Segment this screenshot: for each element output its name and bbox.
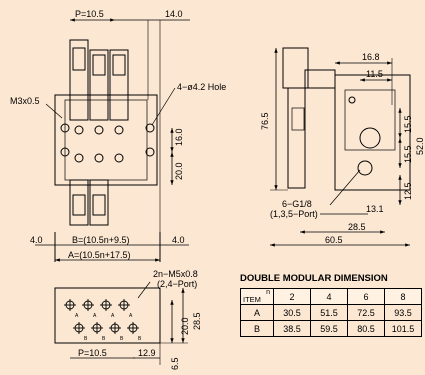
count-header: 4 xyxy=(310,288,348,305)
bottom-port-line2: (2,4−Port) xyxy=(157,279,197,289)
port-b-label: B xyxy=(138,336,142,342)
dim-76-5: 76.5 xyxy=(260,112,270,130)
left-margin-label: 4.0 xyxy=(30,235,43,245)
dim-15-5-upper: 15.5 xyxy=(403,115,413,133)
right-margin-label: 14.0 xyxy=(165,9,183,19)
dimension-table: n ITEM 2 4 6 8 A 30.5 51.5 72.5 93.5 B 3… xyxy=(240,288,422,337)
bottom-dim-28-5: 28.5 xyxy=(192,312,202,330)
bottom-dim-6-5: 6.5 xyxy=(170,357,180,370)
count-header: 2 xyxy=(273,288,311,305)
table-cell: 72.5 xyxy=(347,304,385,321)
dim-a-label: A=(10.5n+17.5) xyxy=(68,250,131,260)
row-label: B xyxy=(240,320,274,337)
count-header: 8 xyxy=(384,288,422,305)
port-b-label: B xyxy=(84,336,88,342)
table-title: DOUBLE MODULAR DIMENSION xyxy=(240,273,388,284)
table-cell: 59.5 xyxy=(310,320,348,337)
table-cell: 30.5 xyxy=(273,304,311,321)
side-view xyxy=(270,47,411,247)
bottom-dim-20: 20.0 xyxy=(180,317,190,335)
port-a-label: A xyxy=(129,313,133,319)
table-cell: 51.5 xyxy=(310,304,348,321)
port-label-line2: (1,3,5−Port) xyxy=(270,209,318,219)
bottom-dim-12-9: 12.9 xyxy=(138,348,156,358)
table-cell: 101.5 xyxy=(384,320,422,337)
dim-b-label: B=(10.5n+9.5) xyxy=(72,235,130,245)
row-label: A xyxy=(240,304,274,321)
height-16-label: 16.0 xyxy=(174,128,184,146)
table-cell: 93.5 xyxy=(384,304,422,321)
table-cell: 80.5 xyxy=(347,320,385,337)
dim-13-1: 13.1 xyxy=(366,204,384,214)
table-row: B 38.5 59.5 80.5 101.5 xyxy=(240,320,422,337)
right-margin-bottom-label: 4.0 xyxy=(172,235,185,245)
table-cell: 38.5 xyxy=(273,320,311,337)
port-b-label: B xyxy=(102,336,106,342)
dim-52: 52.0 xyxy=(415,137,425,155)
item-header-cell: n ITEM xyxy=(240,288,274,305)
pitch-label: P=10.5 xyxy=(75,9,104,19)
n-label: n xyxy=(266,289,270,296)
dim-28-5: 28.5 xyxy=(348,222,366,232)
port-a-label: A xyxy=(75,313,79,319)
item-label: ITEM xyxy=(243,295,261,304)
dim-15-5-lower: 15.5 xyxy=(403,145,413,163)
count-header: 6 xyxy=(347,288,385,305)
table-row: A 30.5 51.5 72.5 93.5 xyxy=(240,304,422,321)
front-view xyxy=(35,18,190,262)
thread-label: M3x0.5 xyxy=(10,96,40,106)
hole-label: 4−ø4.2 Hole xyxy=(177,82,226,92)
table-header-row: n ITEM 2 4 6 8 xyxy=(240,288,422,305)
dim-60-5: 60.5 xyxy=(325,235,343,245)
port-b-label: B xyxy=(120,336,124,342)
port-a-label: A xyxy=(111,313,115,319)
port-a-label: A xyxy=(93,313,97,319)
dim-11-5: 11.5 xyxy=(366,69,383,79)
bottom-pitch: P=10.5 xyxy=(78,348,107,358)
dim-16-8: 16.8 xyxy=(362,52,380,62)
port-label-line1: 6−G1/8 xyxy=(282,199,312,209)
dim-12-5: 12.5 xyxy=(403,182,413,200)
bottom-port-line1: 2n−M5x0.8 xyxy=(153,269,198,279)
bottom-view xyxy=(54,281,188,365)
height-20-label: 20.0 xyxy=(174,162,184,180)
